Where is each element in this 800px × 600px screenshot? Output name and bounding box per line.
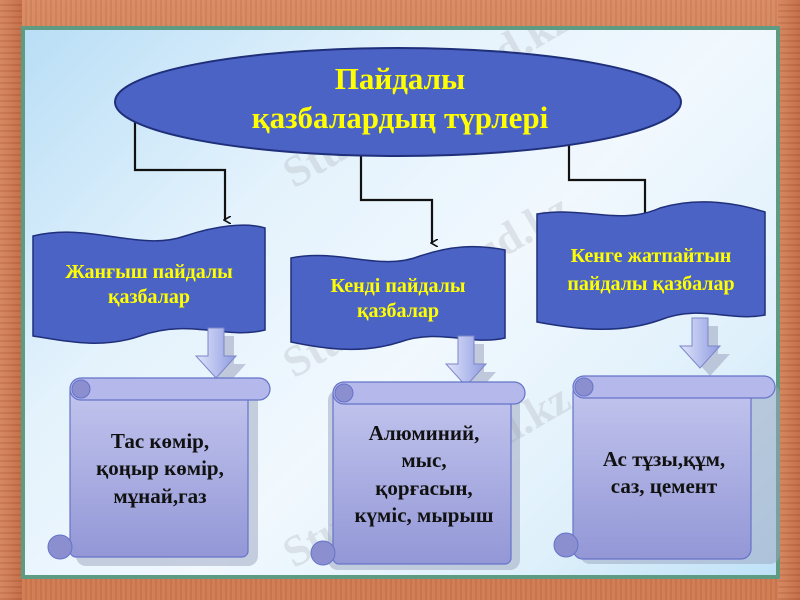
frame-right-edge: [778, 0, 800, 600]
example-line: күміс, мырыш: [354, 502, 494, 527]
category-line: Кенді пайдалы: [330, 275, 466, 297]
example-line: қорғасын,: [375, 475, 473, 500]
connector-lines: [133, 120, 645, 243]
examples-combustible: Тас көмір, қоңыр көмір, мұнай,газ: [75, 428, 245, 510]
category-line: қазбалар: [356, 300, 440, 322]
example-line: мұнай,газ: [113, 483, 207, 508]
example-line: мыс,: [401, 448, 447, 473]
frame-left-edge: [0, 0, 22, 600]
category-line: Жанғыш пайдалы: [65, 261, 233, 283]
scroll-nonore: [553, 375, 780, 564]
example-line: Ас тұзы,құм,: [602, 447, 726, 471]
banner-combustible: [32, 224, 266, 344]
example-line: саз, цемент: [610, 474, 718, 499]
category-label-ore: Кенді пайдалы қазбалар: [291, 274, 505, 324]
category-line: Кенге жатпайтын: [570, 245, 732, 267]
example-line: қоңыр көмір,: [96, 456, 224, 481]
title-line-2: қазбалардың түрлері: [251, 99, 549, 135]
example-line: Алюминий,: [368, 421, 480, 445]
banner-ore: [290, 245, 506, 351]
category-line: қазбалар: [107, 286, 191, 308]
scroll-combustible: [47, 377, 271, 566]
category-line: пайдалы қазбалар: [567, 273, 735, 295]
title-ellipse: [114, 47, 682, 157]
page-title: Пайдалы қазбалардың түрлері: [180, 60, 620, 138]
scroll-ore: [310, 381, 526, 570]
category-label-combustible: Жанғыш пайдалы қазбалар: [33, 260, 265, 310]
examples-nonore: Ас тұзы,құм, саз, цемент: [578, 446, 750, 501]
banner-nonore: [536, 201, 766, 330]
title-line-1: Пайдалы: [334, 61, 466, 96]
example-line: Тас көмір,: [110, 429, 210, 453]
examples-ore: Алюминий, мыс, қорғасын, күміс, мырыш: [335, 420, 513, 529]
category-label-nonore: Кенге жатпайтын пайдалы қазбалар: [537, 242, 765, 298]
